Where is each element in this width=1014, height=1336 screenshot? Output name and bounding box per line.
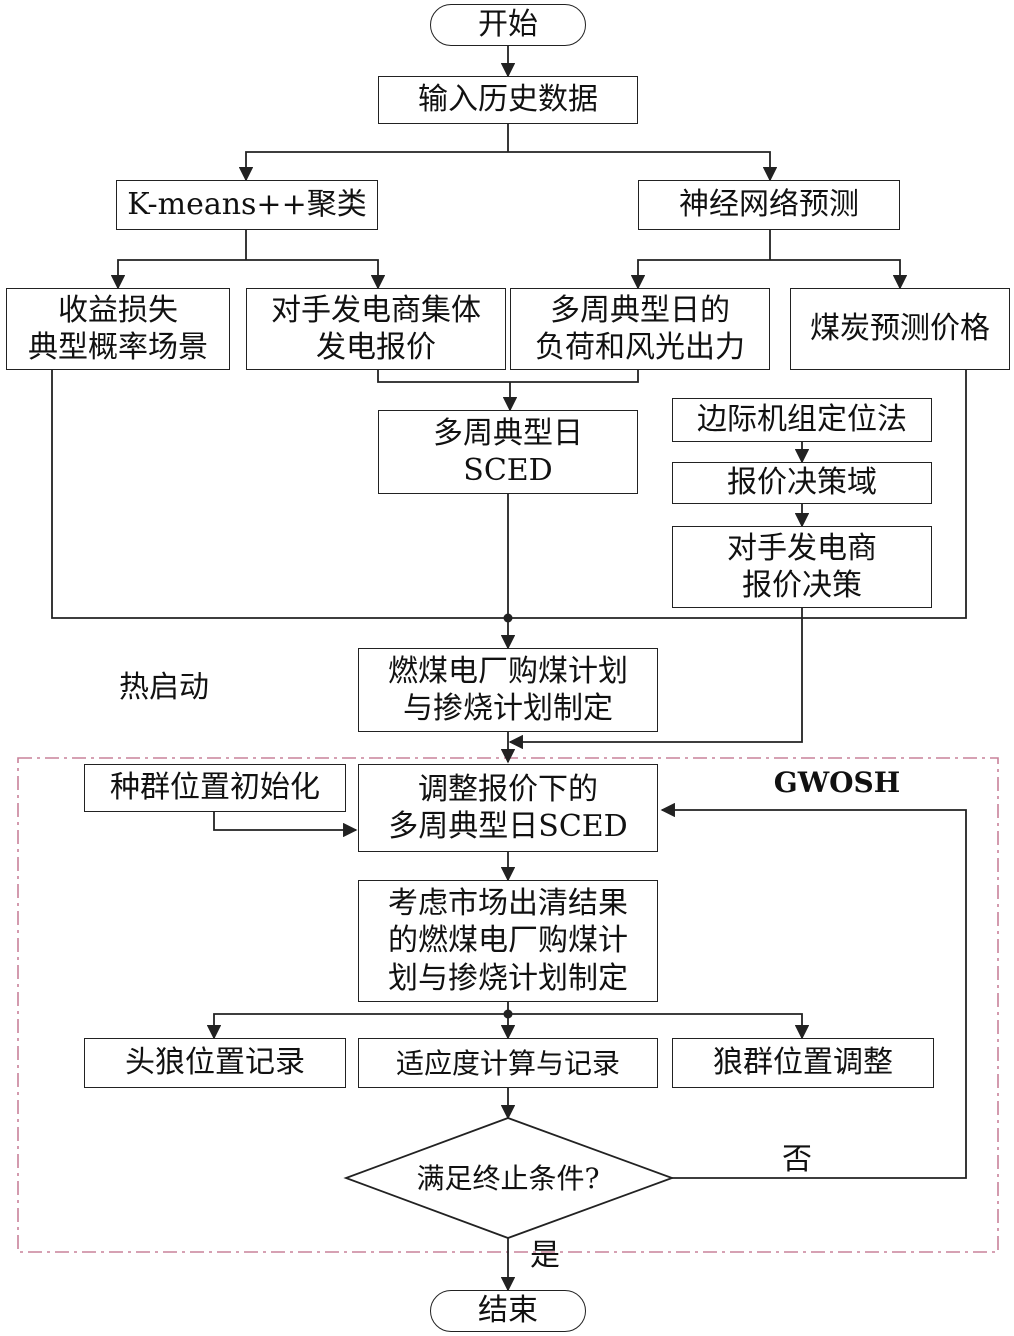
market-clearing-plan-box: 考虑市场出清结果 的燃煤电厂购煤计 划与掺烧计划制定: [358, 880, 658, 1002]
rival-bid-line-1: 对手发电商集体: [271, 292, 481, 328]
edge-rival-sced: [377, 370, 510, 383]
plan-line-2: 与掺烧计划制定: [403, 691, 613, 726]
edge-nn-coal: [770, 259, 908, 290]
decision-diamond: [343, 1117, 675, 1239]
edge-split-kmeans: [238, 151, 508, 182]
yes-branch-label: 是: [530, 1238, 560, 1274]
marginal-unit-method-box: 边际机组定位法: [672, 398, 932, 442]
load-line-1: 多周典型日的: [550, 292, 730, 328]
termination-condition-text: 满足终止条件?: [416, 1161, 600, 1195]
kmeans-clustering-box: K-means++聚类: [116, 180, 378, 230]
fitness-calc-box: 适应度计算与记录: [358, 1038, 658, 1088]
edge-load-sced: [510, 370, 639, 383]
rival-decision-line-1: 对手发电商: [727, 530, 877, 566]
end-terminal: 结束: [430, 1290, 586, 1332]
rival-bid-decision-box: 对手发电商 报价决策: [672, 526, 932, 608]
no-branch-label: 否: [782, 1142, 812, 1178]
hot-start-label: 热启动: [119, 670, 209, 706]
edge-nn-load: [630, 259, 770, 290]
rival-collective-bid-box: 对手发电商集体 发电报价: [246, 288, 506, 370]
loss-scenario-box: 收益损失 典型概率场景: [6, 288, 230, 370]
edge-split-alpha: [206, 1013, 508, 1040]
consider-line-3: 划与掺烧计划制定: [388, 960, 628, 996]
plan-line-1: 燃煤电厂购煤计划: [388, 653, 628, 689]
edge-cond-no-loop: [660, 802, 967, 1179]
sced-line-1: 多周典型日: [433, 415, 583, 451]
coal-price-forecast-box: 煤炭预测价格: [790, 288, 1010, 370]
rival-decision-line-2: 报价决策: [742, 568, 862, 603]
loss-scenario-line-1: 收益损失: [58, 292, 178, 328]
rival-bid-line-2: 发电报价: [316, 330, 436, 365]
load-wind-solar-box: 多周典型日的 负荷和风光出力: [510, 288, 770, 370]
edge-split-nn: [508, 151, 778, 182]
edge-kmeans-loss: [110, 259, 246, 290]
start-terminal: 开始: [430, 4, 586, 46]
edge-pop-adj: [213, 812, 358, 838]
loss-scenario-line-2: 典型概率场景: [28, 330, 208, 365]
population-init-box: 种群位置初始化: [84, 764, 346, 812]
edge-coal-merge: [508, 370, 967, 619]
junction-dot-lower: [503, 1009, 513, 1019]
load-line-2: 负荷和风光出力: [535, 330, 745, 365]
alpha-wolf-record-box: 头狼位置记录: [84, 1038, 346, 1088]
adj-sced-line-1: 调整报价下的: [418, 771, 598, 807]
consider-line-2: 的燃煤电厂购煤计: [388, 923, 628, 959]
wolf-position-adjust-box: 狼群位置调整: [672, 1038, 934, 1088]
coal-purchase-plan-box: 燃煤电厂购煤计划 与掺烧计划制定: [358, 648, 658, 732]
typical-day-sced-box: 多周典型日 SCED: [378, 410, 638, 494]
adj-sced-line-2: 多周典型日SCED: [388, 809, 628, 844]
junction-dot-upper: [503, 613, 513, 623]
input-history-data-box: 输入历史数据: [378, 76, 638, 124]
bid-decision-domain-box: 报价决策域: [672, 462, 932, 504]
neural-net-forecast-box: 神经网络预测: [638, 180, 900, 230]
consider-line-1: 考虑市场出清结果: [388, 885, 628, 921]
edge-split-wolves: [508, 1013, 810, 1040]
edge-loss-merge: [51, 370, 508, 619]
sced-line-2: SCED: [463, 453, 553, 488]
adjusted-bid-sced-box: 调整报价下的 多周典型日SCED: [358, 764, 658, 852]
gwosh-label: GWOSH: [773, 765, 901, 799]
edge-decision-adj: [508, 608, 803, 750]
edge-kmeans-rival: [246, 259, 386, 290]
